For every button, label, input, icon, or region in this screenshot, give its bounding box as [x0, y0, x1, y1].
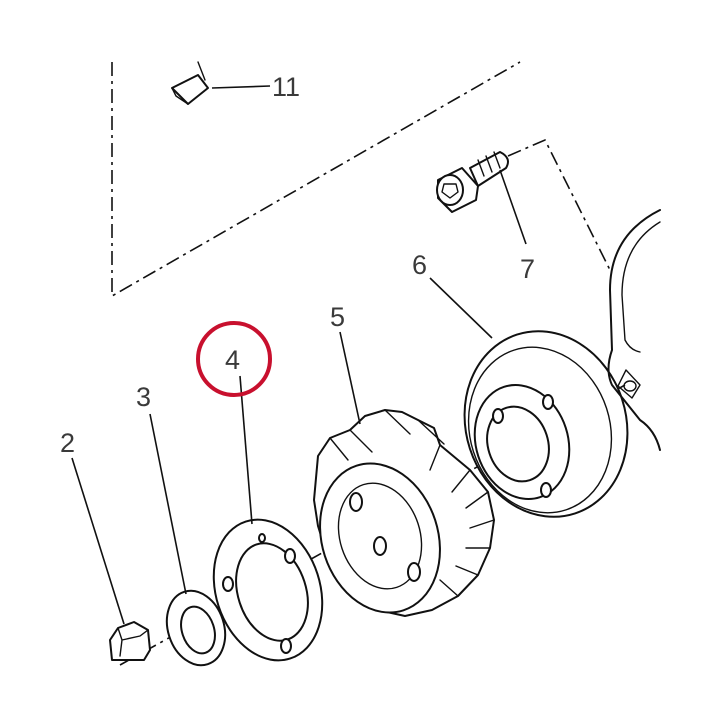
highlight-circle: [196, 321, 272, 397]
callout-4: 4: [225, 345, 240, 375]
callout-7: 7: [520, 254, 535, 284]
part-2-nut: [109, 621, 151, 661]
leader-lines: [71, 85, 527, 625]
callout-11: 11: [272, 72, 300, 102]
part-3-washer: [165, 589, 227, 667]
phantom-boundary: [111, 61, 611, 298]
part-6-hub-flange: [463, 330, 629, 518]
callout-2: 2: [60, 428, 75, 458]
callout-6: 6: [412, 250, 427, 280]
housing-fragment: [607, 209, 661, 451]
part-7-screw: [436, 151, 509, 213]
callout-3: 3: [136, 382, 151, 412]
part-4-flange-plate: [212, 518, 324, 662]
part-11-key: [171, 61, 209, 105]
callout-labels: 11 7 6 5 4 3 2: [60, 72, 535, 458]
part-5-toothed-pulley: [313, 409, 495, 617]
callout-5: 5: [330, 302, 345, 332]
